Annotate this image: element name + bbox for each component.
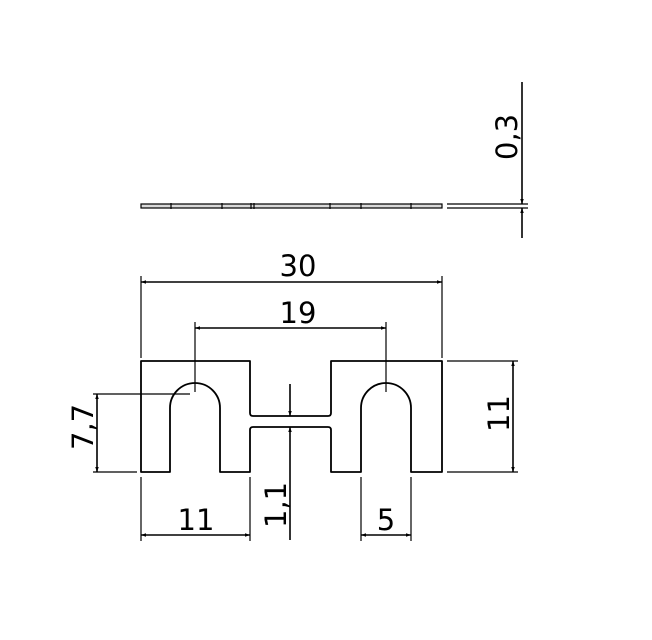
slot-depth-dimension: 7,7 (66, 393, 190, 473)
slot-pitch-dimension: 19 (194, 296, 387, 392)
bridge-thickness-dimension: 1,1 (259, 384, 293, 540)
overall-height-label: 11 (482, 395, 516, 432)
bridge-thickness-label: 1,1 (259, 482, 293, 528)
overall-width-label: 30 (280, 249, 317, 283)
slot-pitch-label: 19 (280, 296, 317, 330)
slot-depth-label: 7,7 (66, 404, 100, 450)
left-section-width-label: 11 (178, 503, 215, 537)
part-outline (140, 360, 443, 473)
thickness-label: 0,3 (490, 114, 524, 160)
strip-profile-left (140, 203, 443, 209)
overall-width-dimension: 30 (140, 249, 443, 358)
side-view: 0,3 (140, 82, 528, 238)
left-section-width-dimension: 11 (140, 477, 251, 541)
slot-width-dimension: 5 (360, 477, 412, 541)
overall-height-dimension: 11 (447, 360, 518, 473)
strip-segment-ticks (170, 203, 412, 209)
front-view: 30 19 11 7,7 11 (66, 249, 518, 541)
thickness-dimension: 0,3 (490, 82, 524, 238)
slot-width-label: 5 (377, 503, 395, 537)
